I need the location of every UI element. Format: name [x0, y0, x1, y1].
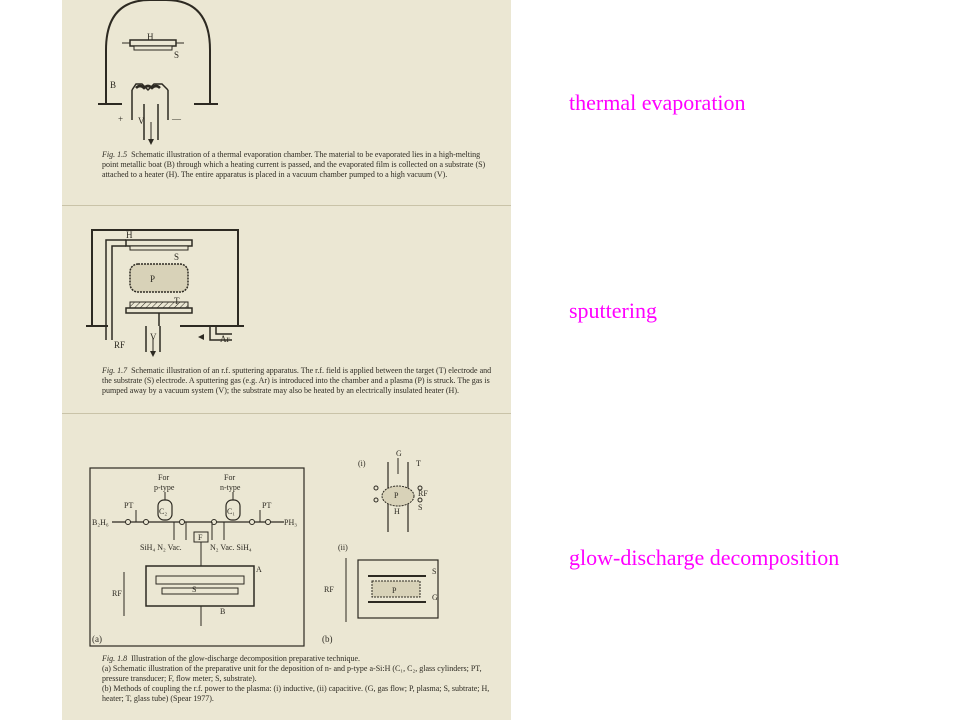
fig-1-5-caption: Fig. 1.5 Schematic illustration of a the… [102, 150, 492, 180]
fig17-mark-Ar: Ar [220, 334, 230, 344]
fig18-part-a: (a) Schematic illustration of the prepar… [102, 664, 482, 683]
fig18-b-RF2: RF [324, 585, 334, 594]
fig17-mark-H: H [126, 230, 133, 240]
fig18-a-B2H6: B₂H₆ [92, 518, 109, 527]
fig18-b-T: T [416, 459, 421, 468]
sputtering-diagram: H S P T RF V Ar [86, 229, 244, 357]
fig18-title: Illustration of the glow-discharge decom… [131, 654, 361, 663]
fig18-b-S1: S [418, 503, 422, 512]
fig15-mark-S: S [174, 50, 179, 60]
fig-1-5-panel: H S B + — V Fig. 1.5 Schematic illustrat… [62, 0, 511, 206]
fig15-mark-B: B [110, 80, 116, 90]
fig-1-8-panel: For p-type For n-type C₂ C₁ PT PT [62, 440, 511, 720]
fig17-text: Schematic illustration of an r.f. sputte… [102, 366, 492, 395]
scanned-figure-page: H S B + — V Fig. 1.5 Schematic illustrat… [62, 0, 511, 720]
fig-1-7-panel: H S P T RF V Ar Fig. 1.7 Schematic illus… [62, 216, 511, 414]
fig18-a-F: F [198, 533, 203, 542]
fig18-a-S: S [192, 585, 196, 594]
fig18-b-P: P [394, 491, 399, 500]
glow-discharge-label: glow-discharge decomposition [569, 545, 840, 570]
fig18-a-C2: C₂ [159, 507, 167, 516]
fig18-b-P2: P [392, 586, 397, 595]
fig15-mark-H: H [147, 32, 154, 42]
fig18-a-for-n-1: For [224, 473, 235, 482]
sputtering-label: sputtering [569, 298, 657, 323]
fig15-mark-minus: — [171, 114, 182, 124]
fig15-divider [62, 205, 511, 206]
fig18-a-PT-right: PT [262, 501, 271, 510]
fig17-mark-T: T [174, 296, 180, 306]
fig18-a-PT-left: PT [124, 501, 133, 510]
fig17-divider [62, 413, 511, 414]
fig17-mark-P: P [150, 274, 155, 284]
fig18-a-RF: RF [112, 589, 122, 598]
fig18-b-ii: (ii) [338, 543, 348, 552]
fig18-number: Fig. 1.8 [102, 654, 128, 663]
fig18-b-G: G [396, 449, 402, 458]
fig18-b-panel: (b) [322, 634, 333, 644]
fig18-part-b: (b) Methods of coupling the r.f. power t… [102, 684, 490, 703]
fig17-mark-V: V [150, 332, 157, 342]
fig18-b-RF1: RF [418, 489, 428, 498]
thermal-evaporation-diagram: H S B + — V [98, 0, 218, 145]
thermal-evaporation-label: thermal evaporation [569, 90, 746, 115]
fig18-a-C1: C₁ [227, 507, 235, 516]
fig18-a-panel: (a) [92, 634, 102, 644]
fig18-a-gas-left: SiH₄ N₂ Vac. [140, 543, 182, 552]
fig18-b-S2: S [432, 567, 436, 576]
fig-1-8-caption: Fig. 1.8 Illustration of the glow-discha… [102, 654, 492, 704]
fig15-number: Fig. 1.5 [102, 150, 128, 159]
fig18-a-gas-right: N₂ Vac. SiH₄ [210, 543, 252, 552]
fig15-mark-V: V [138, 116, 145, 126]
fig18-a-A: A [256, 565, 262, 574]
fig18-a-B: B [220, 607, 225, 616]
fig18-b-i: (i) [358, 459, 366, 468]
fig15-text: Schematic illustration of a thermal evap… [102, 150, 486, 179]
fig18-a-for-p-1: For [158, 473, 169, 482]
fig15-mark-plus: + [118, 114, 123, 124]
fig18-b-H: H [394, 507, 400, 516]
glow-discharge-diagram: For p-type For n-type C₂ C₁ PT PT [89, 449, 439, 647]
fig17-number: Fig. 1.7 [102, 366, 128, 375]
fig17-mark-S: S [174, 252, 179, 262]
fig18-b-G2: G [432, 593, 438, 602]
fig18-a-for-n-2: n-type [220, 483, 241, 492]
fig-1-7-caption: Fig. 1.7 Schematic illustration of an r.… [102, 366, 492, 396]
fig17-mark-RF: RF [114, 340, 125, 350]
fig18-a-PH3: PH₃ [284, 518, 297, 527]
fig18-a-for-p-2: p-type [154, 483, 175, 492]
